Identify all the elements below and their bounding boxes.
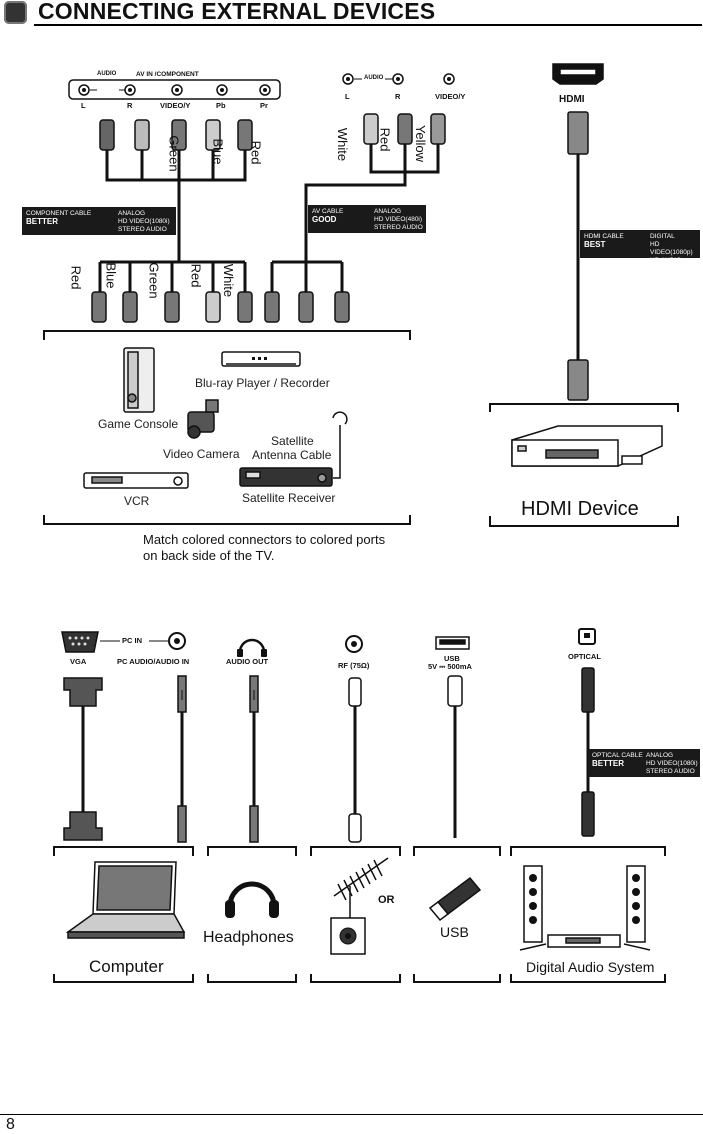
hdmi-device-label: HDMI Device [521,498,639,520]
footer-rule [0,1114,703,1115]
av-cable-name: AV CABLE [312,208,344,215]
plug-label-lower-red2: Red [188,263,204,288]
satellite-receiver-label: Satellite Receiver [242,491,336,505]
plug-label-red-av: Red [377,127,393,152]
plug-label-lower-blue: Blue [103,262,119,289]
av-audio-label: AUDIO [364,75,384,81]
usb-device-label: USB [440,924,469,940]
pc-in-label: PC IN [122,636,143,645]
av-spec-2: HD VIDEO(480i) [374,216,423,223]
satellite-label-1: Satellite [271,434,314,448]
hdmi-spec-3: HD AUDIO [650,257,682,264]
plug-label-yellow: Yellow [413,124,429,163]
component-spec-2: HD VIDEO(1080i) [118,218,170,225]
optical-spec-1: ANALOG [646,752,674,759]
note-line-1: Match colored connectors to colored port… [143,532,386,547]
title-rule [34,24,702,26]
plug-label-red: Red [248,140,264,165]
audio-label: AUDIO [97,71,117,77]
video-camera-label: Video Camera [163,447,240,461]
av-port-r: R [395,92,401,101]
page-number: 8 [6,1116,15,1133]
pc-audio-port-label: PC AUDIO/AUDIO IN [117,657,190,666]
plug-label-blue: Blue [210,138,226,165]
component-port-r: R [127,101,133,110]
component-spec-1: ANALOG [118,210,146,217]
av-spec-3: STEREO AUDIO [374,224,423,231]
hdmi-spec-1: DIGITAL [650,233,675,240]
satellite-label-2: Antenna Cable [252,448,332,462]
component-port-video: VIDEO/Y [160,101,191,110]
optical-cable-grade: BETTER [592,759,624,768]
component-cable-name: COMPONENT CABLE [26,210,92,217]
game-console-label: Game Console [98,417,179,431]
or-label: OR [378,894,395,906]
usb-port-label: USB [444,654,460,663]
headphones-label: Headphones [203,929,294,946]
blu-ray-label: Blu-ray Player / Recorder [195,376,330,390]
color-match-note: Match colored connectors to colored port… [143,532,423,564]
component-spec-3: STEREO AUDIO [118,226,167,233]
av-in-component-label: AV IN /COMPONENT [136,71,199,78]
plug-label-green: Green [166,135,182,172]
component-port-pr: Pr [260,101,268,110]
plug-label-lower-red: Red [68,265,84,290]
plug-label-lower-white: White [221,263,237,298]
hdmi-cable-grade: BEST [584,240,606,249]
section-icon [4,1,27,24]
hdmi-cable-name: HDMI CABLE [584,233,624,240]
page-title: CONNECTING EXTERNAL DEVICES [38,0,436,24]
computer-label: Computer [89,957,164,976]
optical-spec-3: STEREO AUDIO [646,768,695,775]
av-cable-grade: GOOD [312,215,337,224]
optical-spec-2: HD VIDEO(1080i) [646,760,698,767]
av-spec-1: ANALOG [374,208,402,215]
rf-port-label: RF (75Ω) [338,661,370,670]
component-port-pb: Pb [216,101,226,110]
optical-port-label: OPTICAL [568,652,601,661]
audio-out-port-label: AUDIO OUT [226,657,269,666]
digital-audio-label: Digital Audio System [526,959,655,975]
component-cable-grade: BETTER [26,217,58,226]
vga-port-label: VGA [70,657,87,666]
component-port-l: L [81,101,86,110]
hdmi-spec-2: HD VIDEO(1080p) [650,241,693,256]
av-port-l: L [345,92,350,101]
plug-label-lower-green: Green [146,262,162,299]
note-line-2: on back side of the TV. [143,548,275,563]
usb-power-label: 5V ⎓ 500mA [428,662,472,671]
vcr-label: VCR [124,494,150,508]
optical-cable-name: OPTICAL CABLE [592,752,643,759]
av-port-video: VIDEO/Y [435,92,466,101]
plug-label-white: White [335,127,351,162]
hdmi-port-label: HDMI [559,94,585,105]
